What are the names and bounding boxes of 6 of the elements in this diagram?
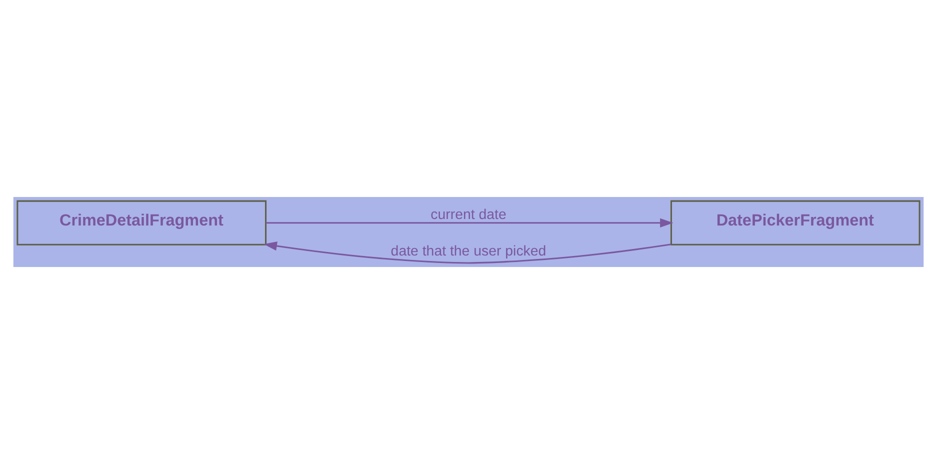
node-box: CrimeDetailFragment	[16, 200, 267, 245]
arrow	[266, 218, 674, 227]
node-box: DatePickerFragment	[670, 200, 920, 245]
edge-label: current date	[430, 206, 506, 222]
arrow	[264, 240, 672, 264]
edge-label: date that the user picked	[390, 242, 546, 259]
